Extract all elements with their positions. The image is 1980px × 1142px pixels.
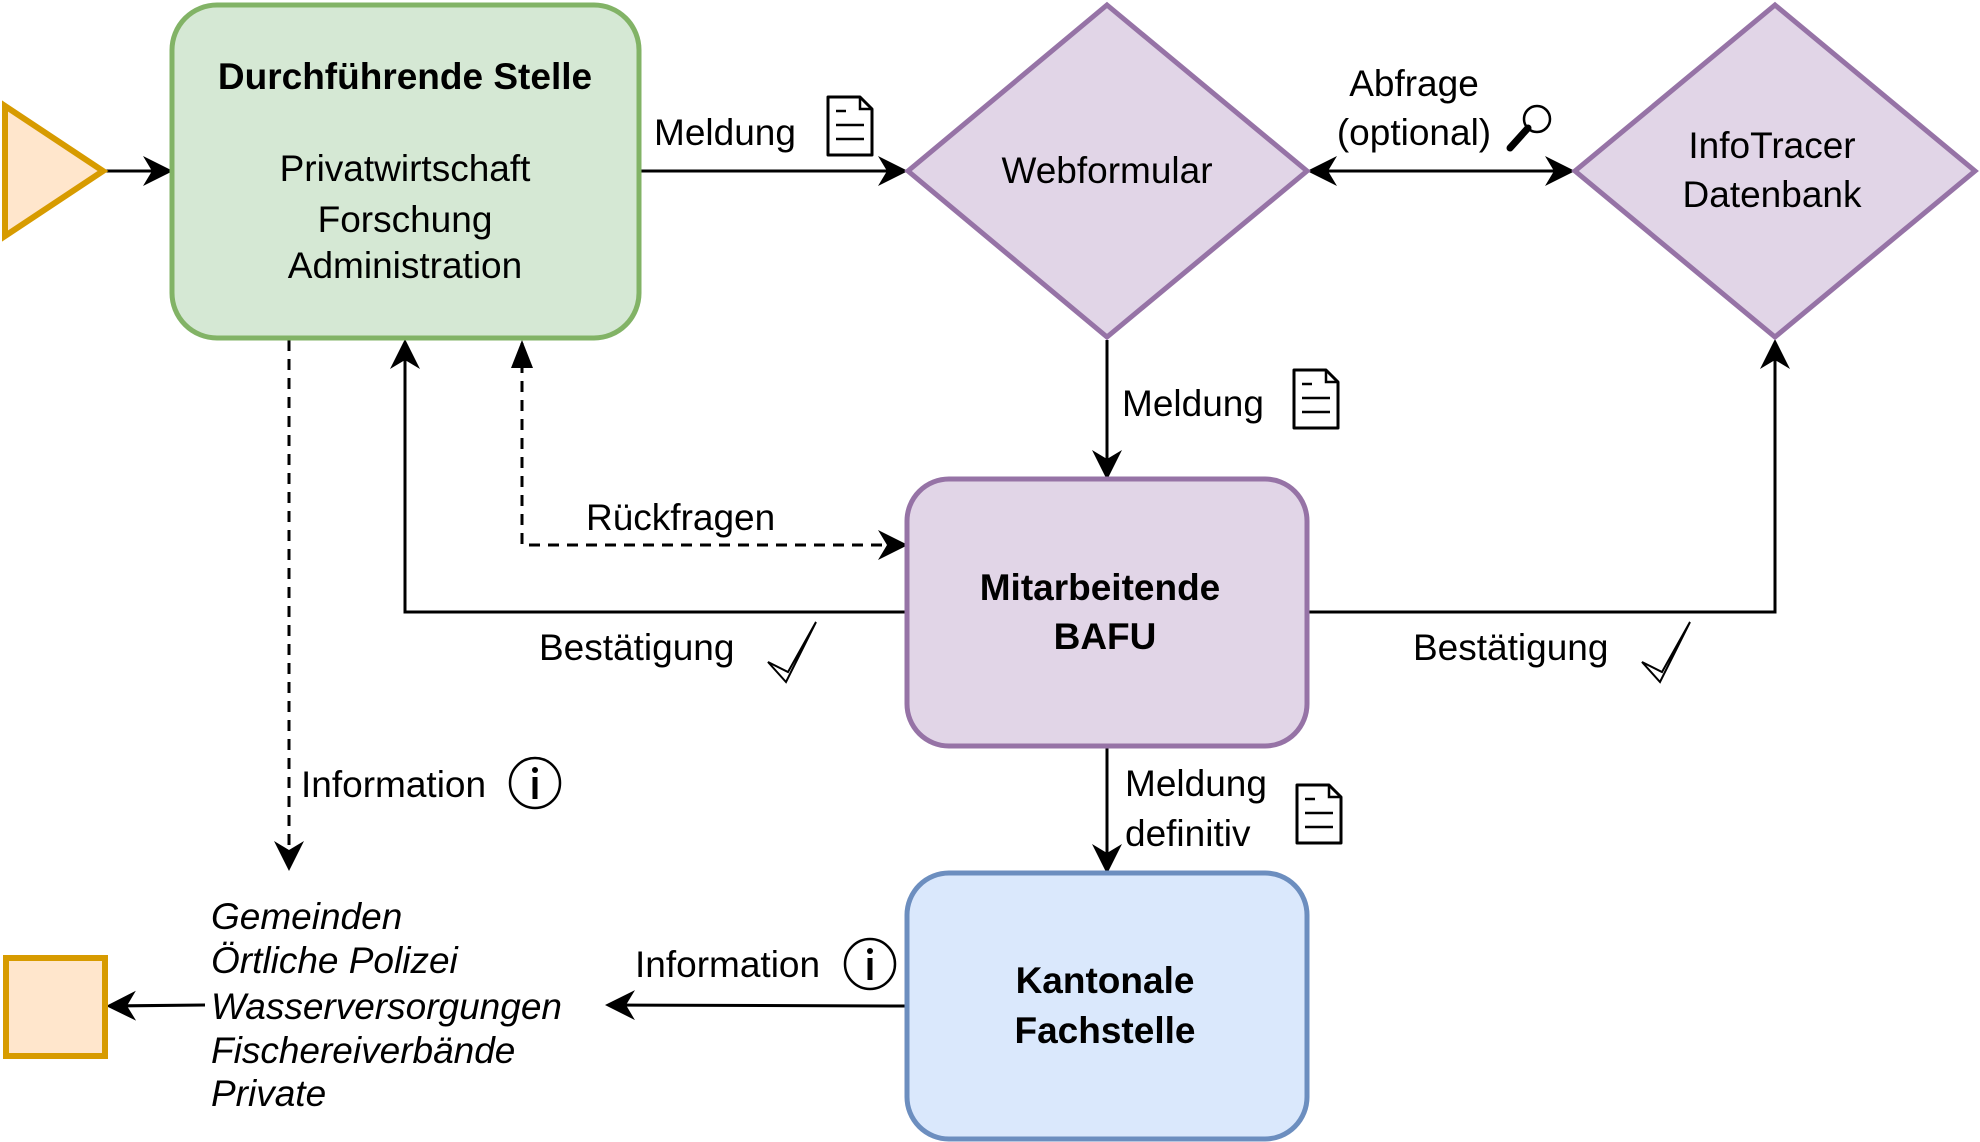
node-line: Forschung (318, 199, 493, 240)
recipients-list: Gemeinden Örtliche Polizei Wasserversorg… (211, 896, 562, 1114)
node-line: Administration (288, 245, 522, 286)
node-line: InfoTracer (1688, 125, 1855, 166)
node-line: Datenbank (1683, 174, 1862, 215)
node-line: BAFU (1054, 616, 1157, 657)
node-line: Privatwirtschaft (280, 148, 532, 189)
edge-label-bestaetigung-1: Bestätigung (539, 627, 734, 668)
node-line: Kantonale (1016, 960, 1195, 1001)
end-event[interactable] (3, 955, 108, 1059)
edge-stelle-to-webformular: Meldung (640, 95, 908, 186)
recipient-item: Private (211, 1073, 326, 1114)
node-label: Webformular (1001, 150, 1212, 191)
info-icon (843, 937, 897, 991)
document-icon (1295, 783, 1343, 845)
edge-label-rueckfragen: Rückfragen (586, 497, 775, 538)
edge-recipients-to-end (106, 990, 206, 1021)
node-infotracer[interactable]: InfoTracer Datenbank (1571, 1, 1979, 341)
recipient-item: Fischereiverbände (211, 1030, 515, 1071)
start-event[interactable] (2, 100, 109, 242)
document-icon (1292, 368, 1340, 430)
edge-kantonale-to-recipients: Information (605, 937, 908, 1021)
edge-label-bestaetigung-2: Bestätigung (1413, 627, 1608, 668)
edge-webformular-infotracer: Abfrage (optional) (1307, 63, 1575, 186)
edge-bafu-to-kantonale: Meldung definitiv (1092, 747, 1343, 874)
edge-label-information-1: Information (301, 764, 486, 805)
node-line: Mitarbeitende (980, 567, 1221, 608)
recipient-item: Gemeinden (211, 896, 402, 937)
edge-label-meldung-1: Meldung (654, 112, 796, 153)
edge-label-meldung-definitiv-1: Meldung (1125, 763, 1267, 804)
edge-stelle-to-recipients: Information (274, 340, 562, 871)
node-title: Durchführende Stelle (218, 56, 592, 97)
edge-bafu-to-infotracer: Bestätigung (1308, 339, 1790, 684)
node-kantonale-fachstelle[interactable]: Kantonale Fachstelle (904, 870, 1310, 1142)
node-webformular[interactable]: Webformular (904, 1, 1311, 341)
edge-rueckfragen: Rückfragen (511, 340, 908, 560)
node-line: Fachstelle (1015, 1010, 1196, 1051)
edge-webformular-to-bafu: Meldung (1092, 340, 1340, 480)
edge-bafu-to-stelle: Bestätigung (390, 339, 907, 684)
magnifier-icon (1506, 104, 1552, 152)
checkmark-icon (767, 621, 817, 684)
edge-label-optional: (optional) (1337, 112, 1491, 153)
edge-label-meldung-2: Meldung (1122, 383, 1264, 424)
document-icon (826, 95, 874, 157)
checkmark-icon (1641, 621, 1691, 684)
recipient-item: Wasserversorgungen (211, 986, 562, 1027)
edge-label-meldung-definitiv-2: definitiv (1125, 813, 1251, 854)
edge-label-information-2: Information (635, 944, 820, 985)
recipient-item: Örtliche Polizei (211, 940, 460, 981)
node-bafu[interactable]: Mitarbeitende BAFU (904, 476, 1310, 749)
edge-label-abfrage: Abfrage (1349, 63, 1479, 104)
node-durchfuehrende-stelle[interactable]: Durchführende Stelle Privatwirtschaft Fo… (169, 2, 642, 341)
info-icon (508, 756, 562, 810)
